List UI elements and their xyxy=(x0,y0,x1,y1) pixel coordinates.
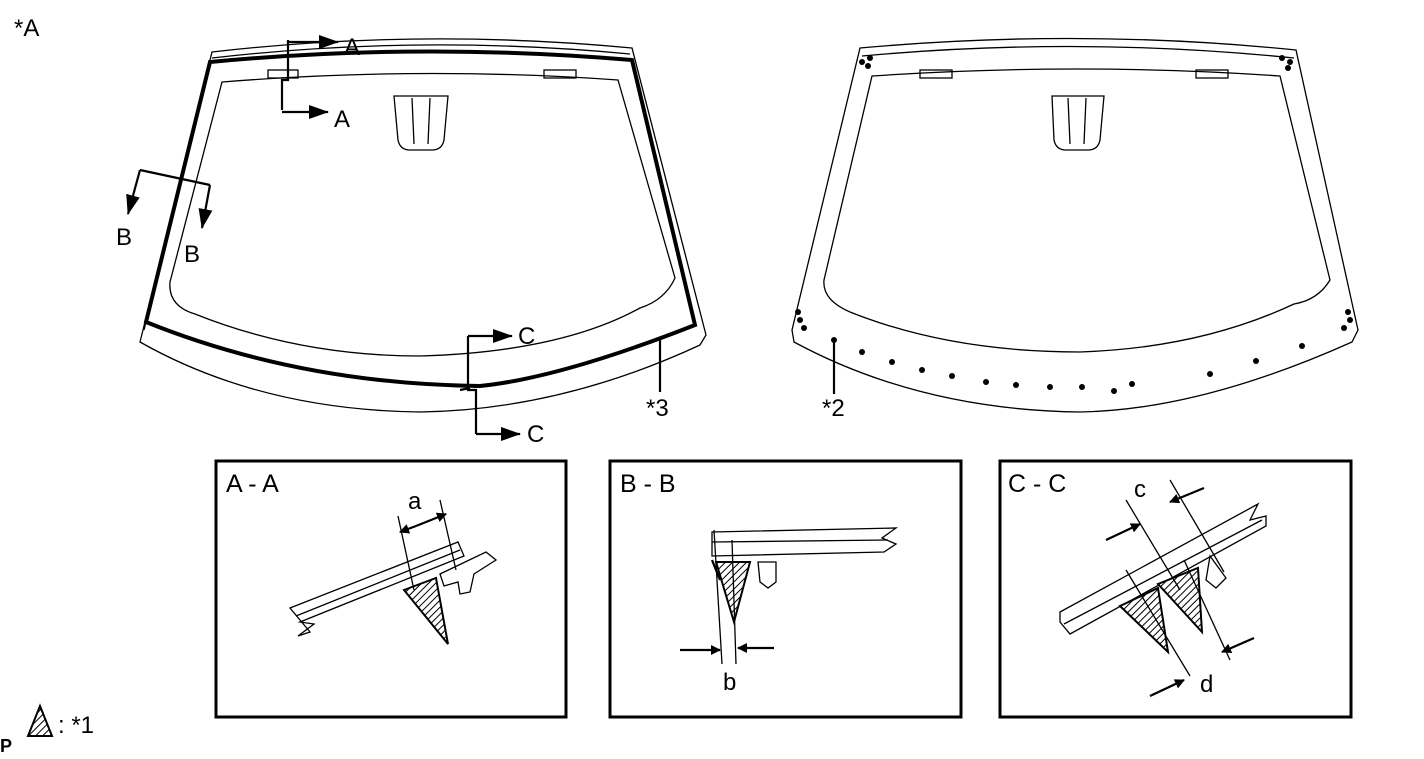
section-marker-a: A A xyxy=(280,34,360,133)
legend-prefix: P xyxy=(0,736,12,756)
marker-c-bottom: C xyxy=(527,421,544,448)
section-marker-b: B B xyxy=(116,168,213,268)
windshield-right: *2 xyxy=(791,37,1359,422)
section-cc-panel: C - C c d xyxy=(998,459,1353,719)
legend: P : *1 xyxy=(0,703,94,756)
dim-a-label: a xyxy=(408,488,422,515)
callout-star2: *2 xyxy=(822,395,845,422)
marker-a-top: A xyxy=(344,34,360,61)
dim-d-label: d xyxy=(1200,671,1213,698)
section-bb-title: B - B xyxy=(620,470,676,498)
windshield-left: *3 xyxy=(139,38,707,422)
dim-b-label: b xyxy=(723,669,736,696)
dim-c-label: c xyxy=(1134,476,1146,503)
marker-c-top: C xyxy=(518,323,535,350)
marker-b-right: B xyxy=(184,241,200,268)
marker-a-bottom: A xyxy=(334,106,350,133)
corner-label: *A xyxy=(14,15,39,42)
section-cc-title: C - C xyxy=(1008,470,1066,498)
legend-text: : *1 xyxy=(58,712,94,739)
adhesive-dots xyxy=(795,55,1353,394)
callout-star3: *3 xyxy=(646,395,669,422)
adhesive-legend-icon xyxy=(26,703,54,737)
marker-b-left: B xyxy=(116,224,132,251)
section-aa-title: A - A xyxy=(226,470,279,498)
section-aa-panel: A - A a xyxy=(214,459,568,719)
section-bb-panel: B - B b xyxy=(608,459,963,719)
section-marker-c: C C xyxy=(466,323,544,448)
